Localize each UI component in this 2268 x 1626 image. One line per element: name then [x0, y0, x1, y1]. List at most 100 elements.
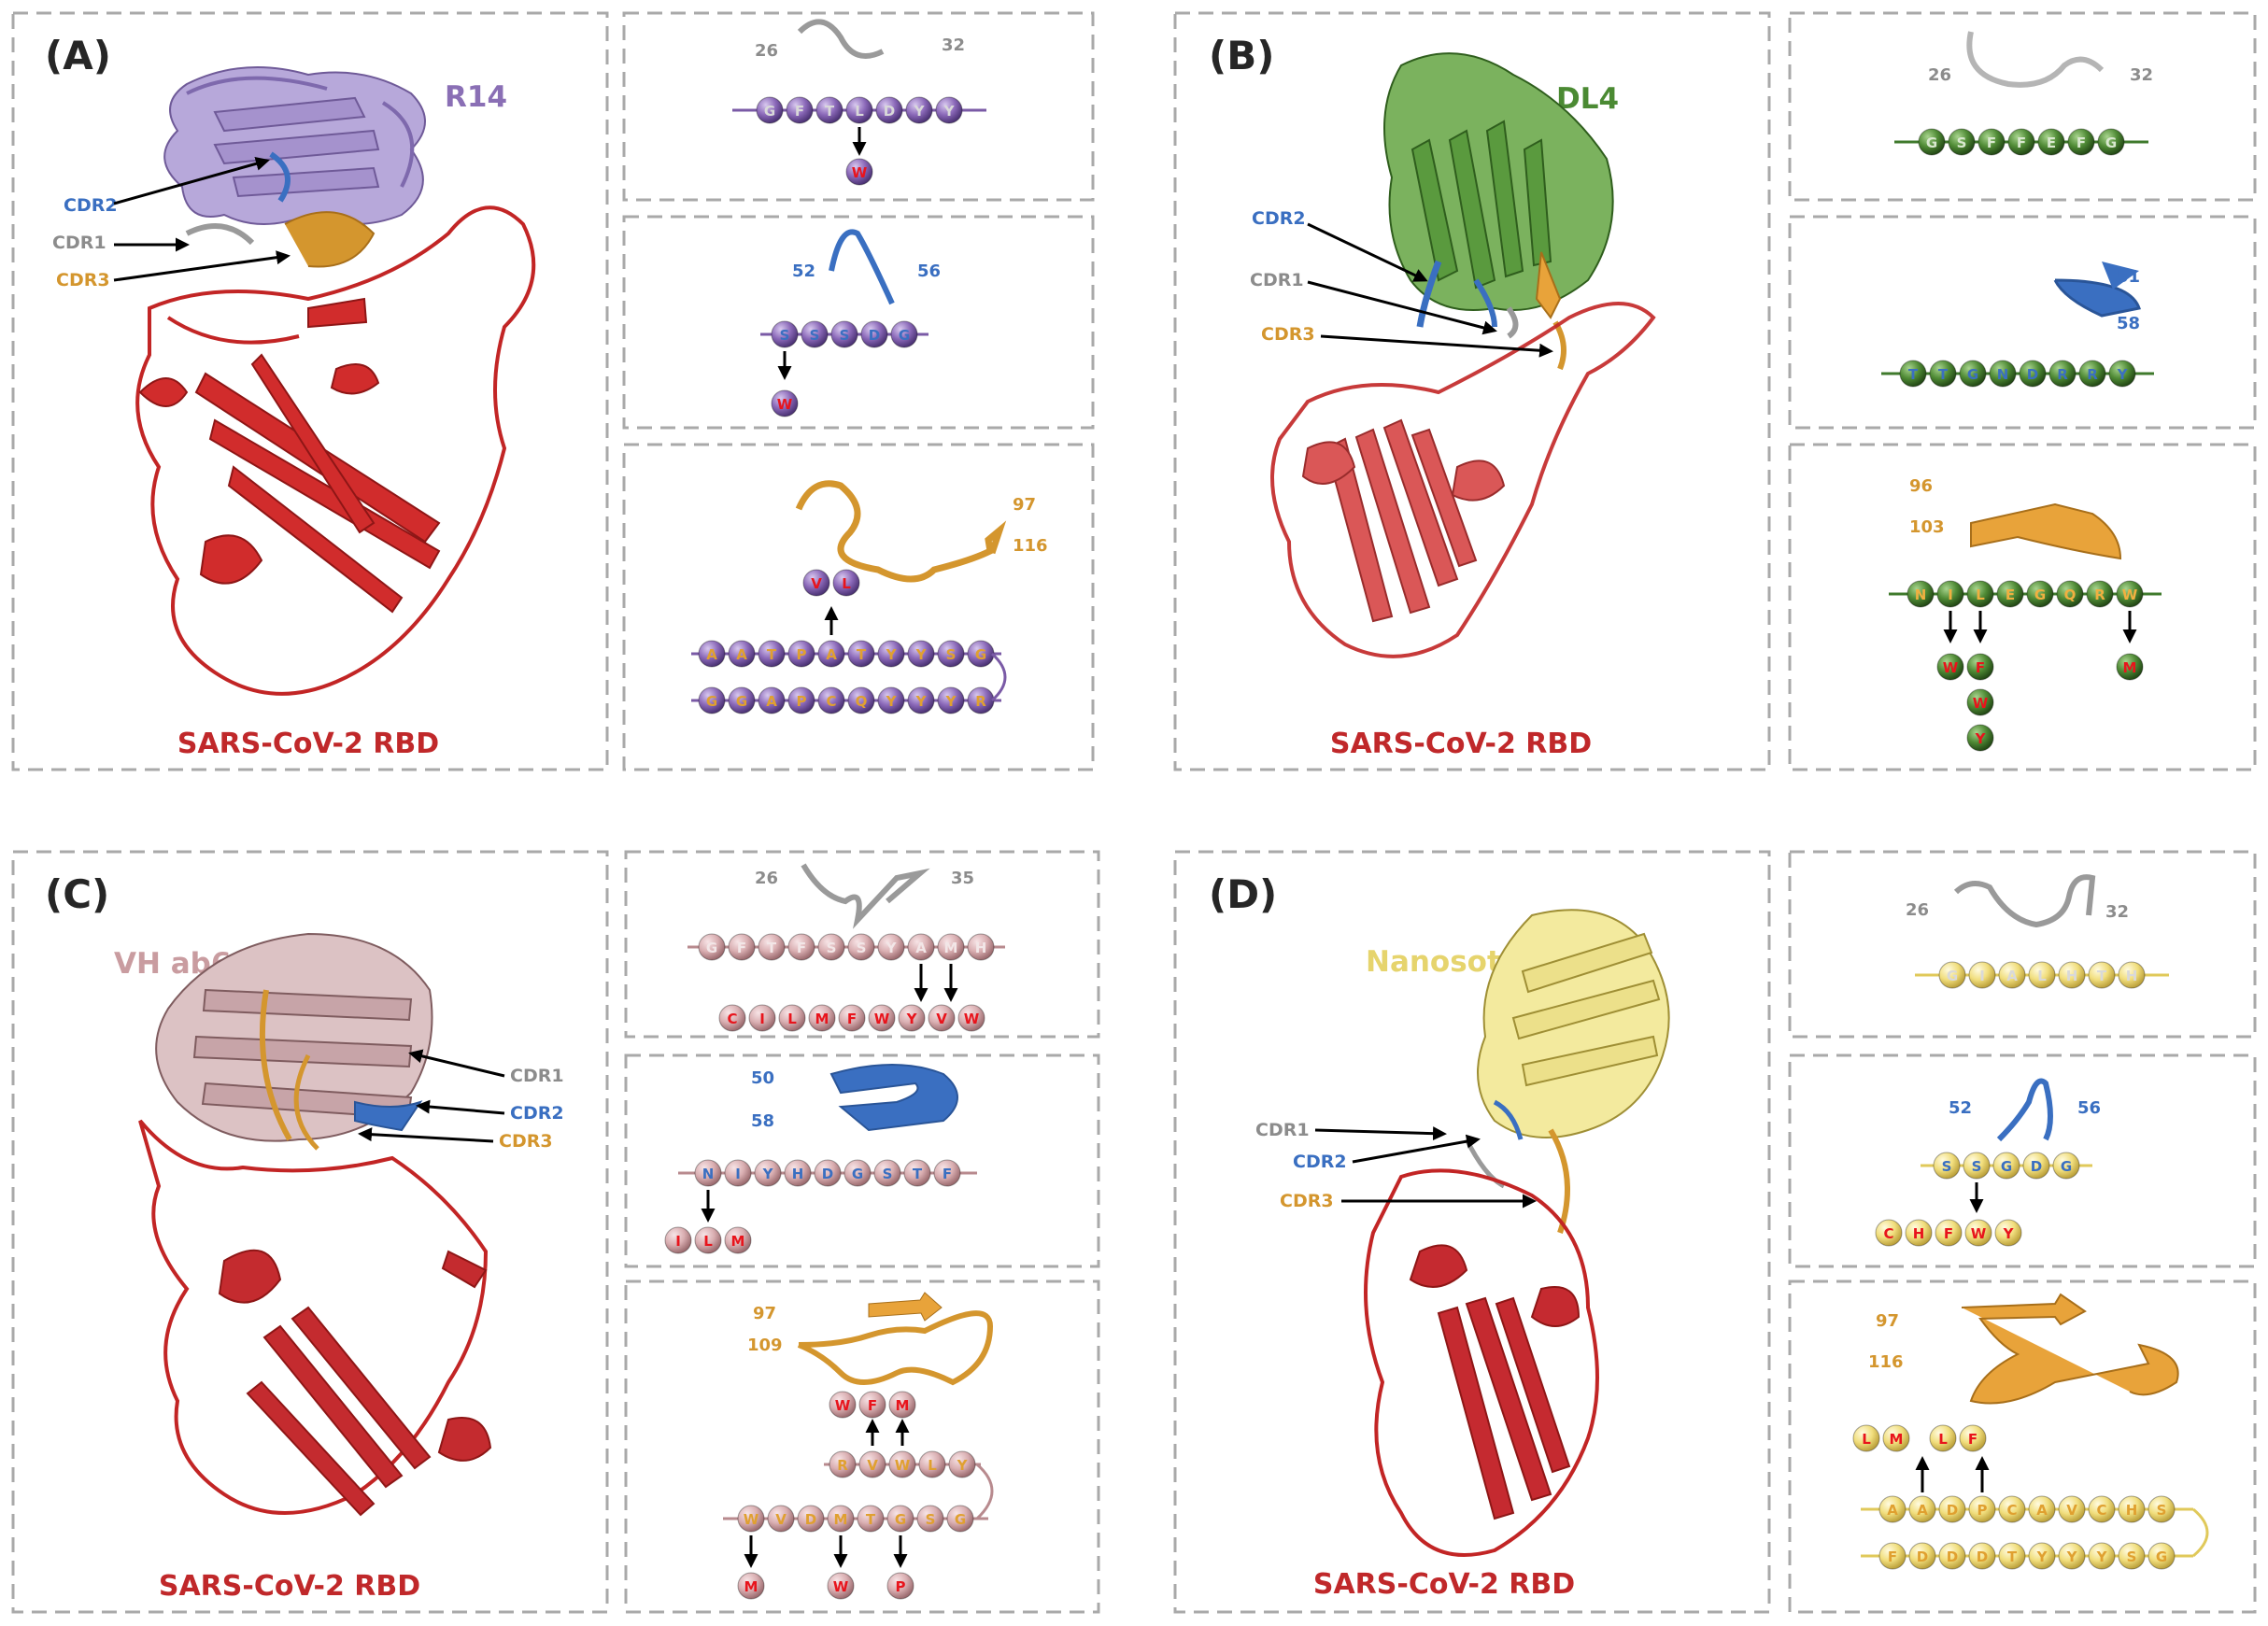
panel-c-cdr-label-1: CDR1 — [510, 1066, 564, 1086]
panel-a-cdr1-loop — [797, 19, 885, 59]
panel-a-cdr3-row1-residue-6-bead — [847, 640, 875, 668]
panel-c-cdr2-mutation-3-bead — [724, 1226, 752, 1254]
panel-c-cdr1-residue-3-bead — [758, 933, 786, 961]
panel-d-cdr-label-2: CDR2 — [1293, 1152, 1347, 1172]
panel-d-cdr3-mutation-4: F — [1968, 1431, 1977, 1448]
panel-c-cdr1-variant-6-bead — [868, 1004, 896, 1032]
panel-d-cdr2-mutation-5: Y — [2003, 1225, 2015, 1242]
panel-b-cdr2-residue-5: D — [2027, 366, 2038, 383]
panel-d-cdr1-residue-7: H — [2126, 968, 2138, 984]
panel-a-cdr3-row1-residue-9-bead — [937, 640, 965, 668]
panel-c-cdr1-variant-4-bead — [808, 1004, 836, 1032]
panel-a-cdr1-residue-7-bead — [935, 96, 963, 124]
panel-b-cdr2-residue-1-bead — [1899, 360, 1927, 388]
panel-c-cdr1-residue-10: H — [975, 940, 987, 956]
panel-c-cdr1-residue-4: F — [797, 940, 806, 956]
panel-b-cdr2-arrowhead — [2102, 262, 2139, 290]
panel-a-cdr2-end: 56 — [917, 262, 941, 281]
panel-a-cdr3-row1-residue-1-bead — [698, 640, 726, 668]
panel-d-cdr3-row1-residue-9-bead — [2118, 1495, 2146, 1523]
panel-a: (A) R14 SARS-CoV-2 RBD — [11, 11, 1095, 771]
panel-b-cdr2-residue-2: T — [1938, 366, 1949, 383]
panel-c-cdr3-turn — [975, 1463, 994, 1520]
panel-c-cdr3-mutation-up-2-bead — [858, 1391, 886, 1419]
panel-d-cdr2-residue-3-bead — [1992, 1152, 2020, 1180]
panel-b-cdr3-residue-1: N — [1915, 587, 1927, 603]
panel-b-cdr2-residue-7: R — [2087, 366, 2098, 383]
panel-b-cdr1-start: 26 — [1928, 65, 1951, 85]
panel-c-cdr1-residue-8: A — [915, 940, 927, 956]
panel-a-cdr3-start: 97 — [1013, 495, 1036, 515]
panel-c-cdr2-residue-5: D — [822, 1166, 833, 1182]
panel-c-cdr2-residue-9-bead — [933, 1159, 961, 1187]
panel-d-cdr3-row2-residue-8-bead — [2088, 1542, 2116, 1570]
panel-d-cdr3-row1-residue-1: A — [1887, 1502, 1898, 1519]
panel-c-cdr3-mutation-up-3: M — [896, 1397, 910, 1414]
panel-b-cdr3-residue-3-bead — [1966, 580, 1994, 608]
panel-d-cdr3-end: 116 — [1868, 1352, 1904, 1372]
panel-b-rbd-structure — [1270, 302, 1656, 658]
panel-a-cdr3-row2-residue-1: G — [706, 693, 717, 710]
panel-a-rbd-label: SARS-CoV-2 RBD — [177, 728, 439, 760]
panel-d-cdr3-row2-residue-9: S — [2127, 1548, 2137, 1565]
panel-d-cdr3-row1-residue-7: V — [2066, 1502, 2077, 1519]
panel-d-cdr-label-1: CDR1 — [1255, 1120, 1310, 1140]
panel-c-cdr1-residue-3: T — [767, 940, 777, 956]
panel-d-cdr3-start: 97 — [1876, 1311, 1899, 1331]
panel-d-cdr3-loop — [1961, 1293, 2179, 1405]
panel-d-cdr2-residue-1-bead — [1933, 1152, 1961, 1180]
panel-a-cdr2-residue-1: S — [780, 327, 790, 344]
panel-b-cdr3-residue-8-bead — [2116, 580, 2144, 608]
panel-b-cdr1-loop — [1966, 31, 2105, 88]
panel-b-cdr3-residue-2-bead — [1936, 580, 1964, 608]
panel-c-cdr1-loop — [801, 863, 930, 929]
panel-c-cdr3-row1-residue-4: L — [928, 1457, 937, 1474]
panel-c-cdr1-variant-8: V — [936, 1011, 947, 1027]
panel-d-cdr2-mutation-4: W — [1971, 1225, 1987, 1242]
panel-d-cdr2-residue-2-bead — [1963, 1152, 1991, 1180]
panel-d-cdr3-row2-residue-3: D — [1947, 1548, 1958, 1565]
panel-c-cdr2-residue-2-bead — [724, 1159, 752, 1187]
panel-c-cdr2-mutation-2: L — [703, 1233, 713, 1250]
panel-d-cdr1-residue-2: I — [1979, 968, 1985, 984]
panel-c-cdr1-variant-8-bead — [928, 1004, 956, 1032]
panel-d-cdr3-mutation-3: L — [1938, 1431, 1948, 1448]
panel-c-cdr3-row2-residue-5: T — [866, 1511, 876, 1528]
panel-d-cdr3-row1-residue-7-bead — [2058, 1495, 2086, 1523]
panel-c-cdr1-residue-2: F — [737, 940, 746, 956]
panel-c-cdr3-row2-residue-2: V — [775, 1511, 787, 1528]
panel-d-cdr1-residue-4: L — [2037, 968, 2047, 984]
panel-a-cdr3-row1-residue-5: A — [826, 646, 837, 663]
panel-d-cdr2-mutation-2: H — [1913, 1225, 1925, 1242]
panel-c-cdr2-residue-8: T — [913, 1166, 923, 1182]
panel-a-cdr2-mutation-1-bead — [771, 389, 799, 417]
panel-c-cdr2-residue-3: Y — [762, 1166, 774, 1182]
panel-d-cdr2-start: 52 — [1949, 1098, 1972, 1118]
panel-b-antibody-name: DL4 — [1556, 82, 1619, 116]
panel-d-cdr3-row2-residue-1-bead — [1878, 1542, 1907, 1570]
panel-c-cdr1-residue-9-bead — [937, 933, 965, 961]
panel-c-cdr2-end: 58 — [751, 1111, 774, 1131]
panel-c-cdr2-loop — [829, 1064, 958, 1132]
panel-b-cdr2-residue-4-bead — [1989, 360, 2017, 388]
panel-c-cdr1-variant-1-bead — [718, 1004, 746, 1032]
panel-b-cdr1-residue-2-bead — [1948, 128, 1976, 156]
panel-d-cdr3-mutation-2-bead — [1882, 1424, 1910, 1452]
panel-a-cdr2-loop — [829, 229, 895, 305]
panel-b-cdr3-residue-6: Q — [2064, 587, 2077, 603]
panel-b-cdr3-mutation-2-2: W — [1973, 695, 1989, 712]
panel-d-cdr2-residue-5: G — [2061, 1158, 2072, 1175]
panel-c-cdr3-row2-residue-8-bead — [946, 1505, 974, 1533]
panel-d-rbd-structure — [1364, 1168, 1599, 1557]
panel-a-cdr1-residue-1-bead — [756, 96, 784, 124]
panel-d-rbd-label: SARS-CoV-2 RBD — [1313, 1568, 1575, 1601]
panel-a-cdr3-row1-residue-5-bead — [817, 640, 845, 668]
panel-d-cdr3-row1-residue-8-bead — [2088, 1495, 2116, 1523]
panel-c-arrow-cdr2 — [416, 1099, 505, 1115]
panel-b-cdr3-mutation-2-3: Y — [1975, 730, 1987, 747]
panel-a-cdr2-residue-5: G — [899, 327, 910, 344]
panel-c-cdr1-box — [624, 850, 1100, 1039]
panel-a-cdr3-row2-residue-8: Y — [915, 693, 928, 710]
panel-a-cdr3-row2-residue-2: G — [736, 693, 747, 710]
